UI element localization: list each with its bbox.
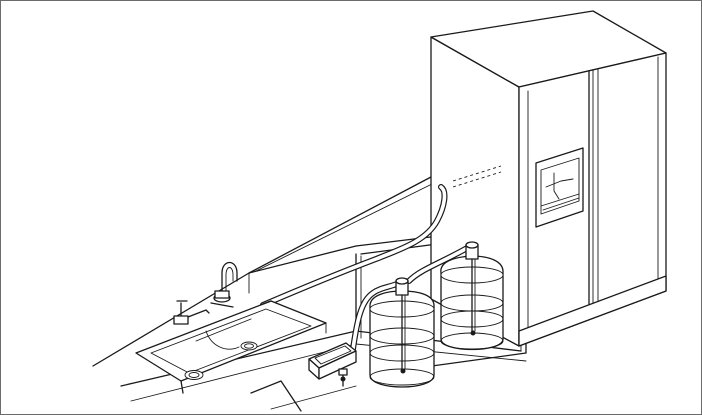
faucet-icon <box>173 261 272 325</box>
pump-unit-icon <box>308 342 357 387</box>
water-bottle-icon <box>440 241 504 351</box>
kitchen-sink-icon <box>135 300 327 394</box>
ice-water-dispenser-icon <box>535 147 584 228</box>
water-tube-icon <box>260 184 472 352</box>
water-bottle-icon <box>369 277 435 388</box>
